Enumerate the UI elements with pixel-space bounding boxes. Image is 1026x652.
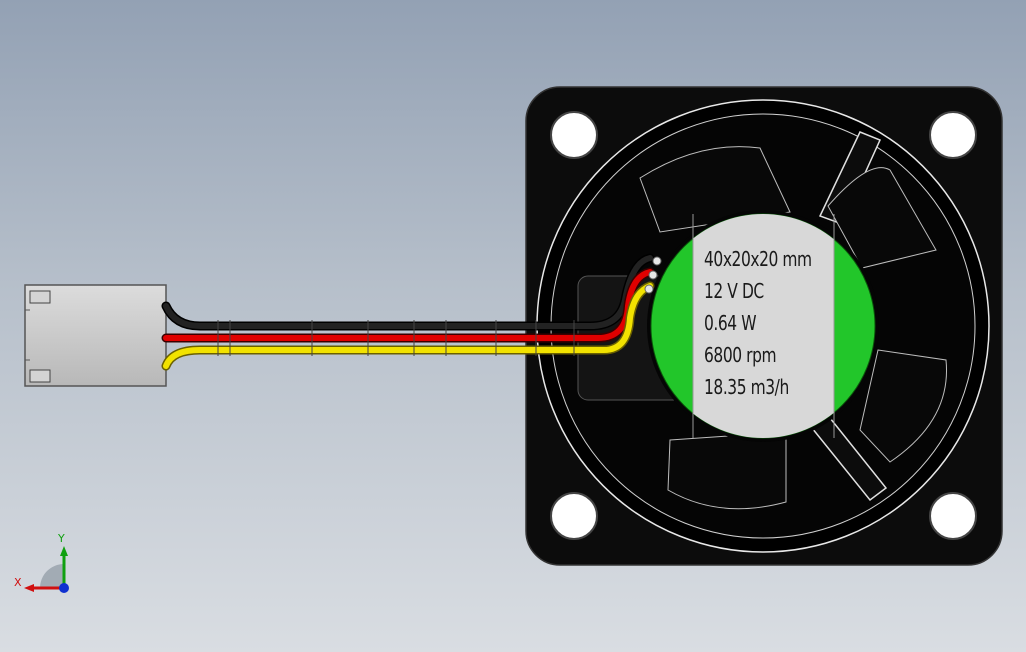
- mounting-hole-top-left: [550, 111, 598, 159]
- mounting-hole-bottom-left: [550, 492, 598, 540]
- wire-connector[interactable]: [24, 284, 167, 387]
- label-power: 0.64 W: [704, 311, 757, 335]
- y-axis-label: Y: [58, 532, 65, 545]
- hub-label: [647, 210, 879, 442]
- label-airflow: 18.35 m3/h: [704, 375, 789, 399]
- wire-terminals: [644, 256, 662, 294]
- wire-yellow[interactable]: [161, 281, 655, 371]
- mounting-hole-bottom-right: [929, 492, 977, 540]
- wire-segments: [217, 320, 575, 356]
- x-axis-label: X: [14, 576, 22, 589]
- label-dimensions: 40x20x20 mm: [704, 247, 812, 271]
- label-voltage: 12 V DC: [704, 279, 764, 303]
- label-speed: 6800 rpm: [704, 343, 777, 367]
- mounting-hole-top-right: [929, 111, 977, 159]
- z-axis-dot: [59, 583, 69, 593]
- wire-black[interactable]: [161, 253, 655, 331]
- wire-red[interactable]: [161, 267, 655, 343]
- axis-triad[interactable]: [24, 546, 69, 593]
